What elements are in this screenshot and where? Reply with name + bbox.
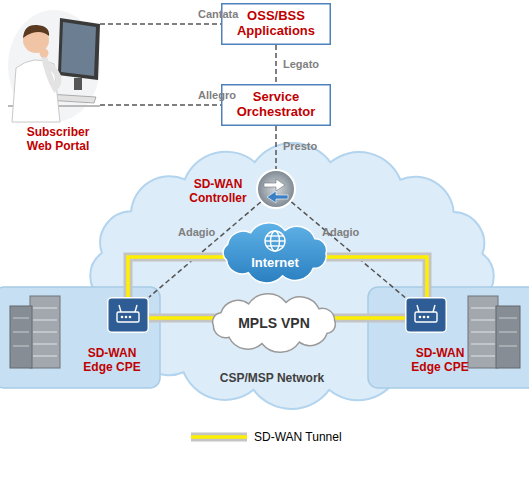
mpls-cloud: MPLS VPN	[205, 294, 343, 352]
server-building	[10, 296, 60, 368]
edge-cpe: SD-WAN Edge CPE	[107, 297, 149, 333]
interface-label: Legato	[283, 58, 319, 70]
controller-icon: SD-WAN Controller	[256, 169, 296, 209]
interface-label: Adagio	[322, 226, 359, 238]
interface-label: Presto	[283, 140, 317, 152]
interface-link	[100, 24, 221, 25]
edge-cpe: SD-WAN Edge CPE	[405, 297, 447, 333]
internet-cloud: Internet	[216, 222, 334, 284]
legend-line-sample	[190, 430, 248, 444]
interface-label: Cantata	[198, 8, 238, 20]
node-label: Internet	[216, 256, 334, 271]
node-label: MPLS VPN	[205, 294, 343, 352]
process-box: Service Orchestrator	[221, 84, 331, 126]
dashed-link	[100, 104, 221, 106]
node-label: CSP/MSP Network	[197, 372, 347, 386]
dashed-link	[275, 45, 277, 84]
cpe-symbol	[405, 297, 447, 333]
interface-link	[276, 45, 277, 84]
interface-label: Adagio	[178, 226, 215, 238]
dashed-link	[100, 23, 221, 25]
node-label: Subscriber Web Portal	[18, 126, 98, 154]
cpe-symbol	[107, 297, 149, 333]
legend-text: SD-WAN Tunnel	[254, 430, 342, 444]
user-illustration	[8, 2, 100, 122]
interface-link	[100, 105, 221, 106]
node-label: SD-WAN Edge CPE	[404, 347, 476, 375]
web-portal: Subscriber Web Portal	[8, 2, 100, 122]
globe-icon	[265, 231, 285, 251]
node-label: SD-WAN Controller	[182, 178, 254, 206]
controller-symbol	[256, 169, 296, 209]
node-label: SD-WAN Edge CPE	[76, 347, 148, 375]
cloud-outline	[216, 222, 334, 284]
node-label: Service Orchestrator	[221, 84, 331, 126]
legend-entry: SD-WAN Tunnel	[190, 430, 342, 444]
interface-label: Allegro	[198, 89, 236, 101]
